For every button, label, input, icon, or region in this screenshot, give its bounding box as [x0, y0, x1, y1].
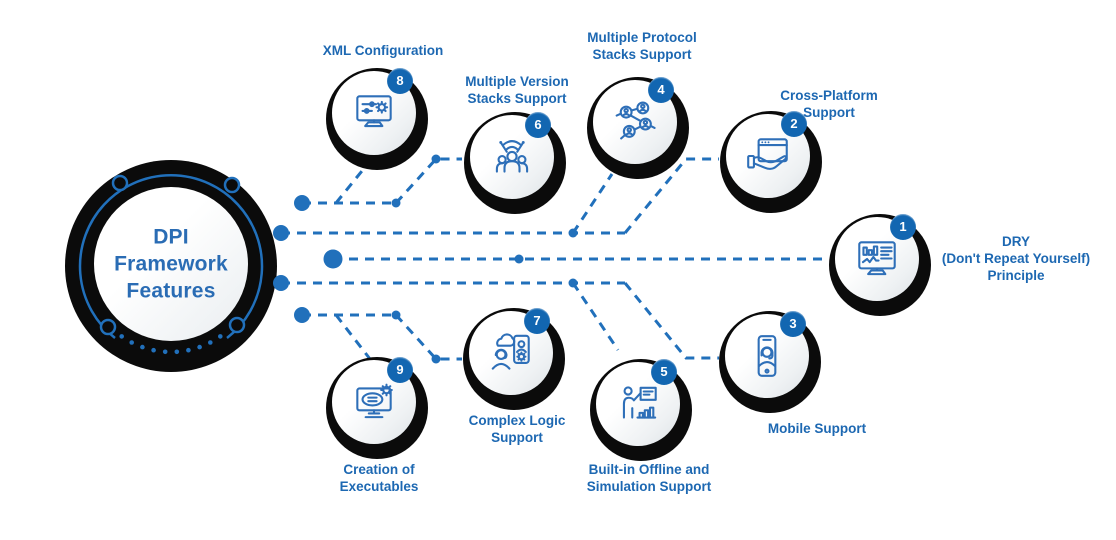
- label-xml-configuration: XML Configuration: [322, 43, 444, 58]
- protocol-network-icon: [615, 101, 656, 140]
- node-number: 9: [396, 362, 404, 377]
- node-number: 7: [533, 313, 541, 328]
- hub-ring-node: [228, 316, 246, 334]
- feature-node-7: 7: [463, 308, 565, 410]
- node-face: [470, 115, 554, 199]
- group-wireless-icon: [495, 140, 529, 173]
- node-number: 3: [789, 316, 797, 331]
- node-face: [596, 362, 680, 446]
- node-number: 5: [660, 364, 668, 379]
- xml-config-monitor-icon: [356, 95, 392, 128]
- hub-dotted-arc: [119, 334, 223, 355]
- node-number: 4: [657, 82, 665, 97]
- executable-monitor-icon: [356, 383, 393, 419]
- label-cross-platform: Cross-Platform Support: [780, 88, 878, 120]
- node-badge: 2: [781, 111, 807, 137]
- analytics-monitor-icon: [858, 241, 896, 276]
- label-dry-principle: DRY (Don't Repeat Yourself) Principle: [941, 234, 1091, 283]
- feature-node-8: 8: [326, 68, 428, 170]
- label-multiple-version: Multiple Version Stacks Support: [465, 74, 569, 106]
- node-badge: 7: [524, 308, 550, 334]
- feature-node-5: 5: [590, 359, 692, 461]
- node-badge: 1: [890, 214, 916, 240]
- label-multiple-protocol: Multiple Protocol Stacks Support: [587, 30, 697, 62]
- node-badge: 8: [387, 68, 413, 94]
- hub-ring-node: [99, 318, 117, 336]
- node-number: 6: [534, 117, 542, 132]
- node-number: 1: [899, 219, 907, 234]
- complex-logic-icon: [491, 333, 530, 370]
- hub-ring-node: [223, 176, 241, 194]
- presenter-chart-icon: [622, 386, 657, 419]
- node-badge: 4: [648, 77, 674, 103]
- feature-node-9: 9: [326, 357, 428, 459]
- hub-title: DPI Framework Features: [114, 225, 228, 303]
- node-badge: 6: [525, 112, 551, 138]
- node-badge: 3: [780, 311, 806, 337]
- dashed-connectors: [281, 157, 829, 361]
- connector-dots: [273, 154, 578, 364]
- node-number: 2: [790, 116, 798, 131]
- label-builtin-offline: Built-in Offline and Simulation Support: [586, 462, 712, 494]
- node-badge: 9: [387, 357, 413, 383]
- feature-node-6: 6: [464, 112, 566, 214]
- label-creation-executables: Creation of Executables: [339, 462, 419, 494]
- node-number: 8: [396, 73, 404, 88]
- feature-node-3: 3: [719, 311, 821, 413]
- node-badge: 5: [651, 359, 677, 385]
- label-complex-logic: Complex Logic Support: [468, 413, 566, 445]
- label-mobile-support: Mobile Support: [767, 421, 867, 436]
- mobile-support-icon: [757, 335, 777, 377]
- feature-node-4: 4: [587, 77, 689, 179]
- feature-node-1: 1: [829, 214, 931, 316]
- hub-ring-node: [111, 174, 129, 192]
- hub-circle: [65, 160, 277, 372]
- hand-platform-icon: [747, 138, 788, 170]
- feature-node-2: 2: [720, 111, 822, 213]
